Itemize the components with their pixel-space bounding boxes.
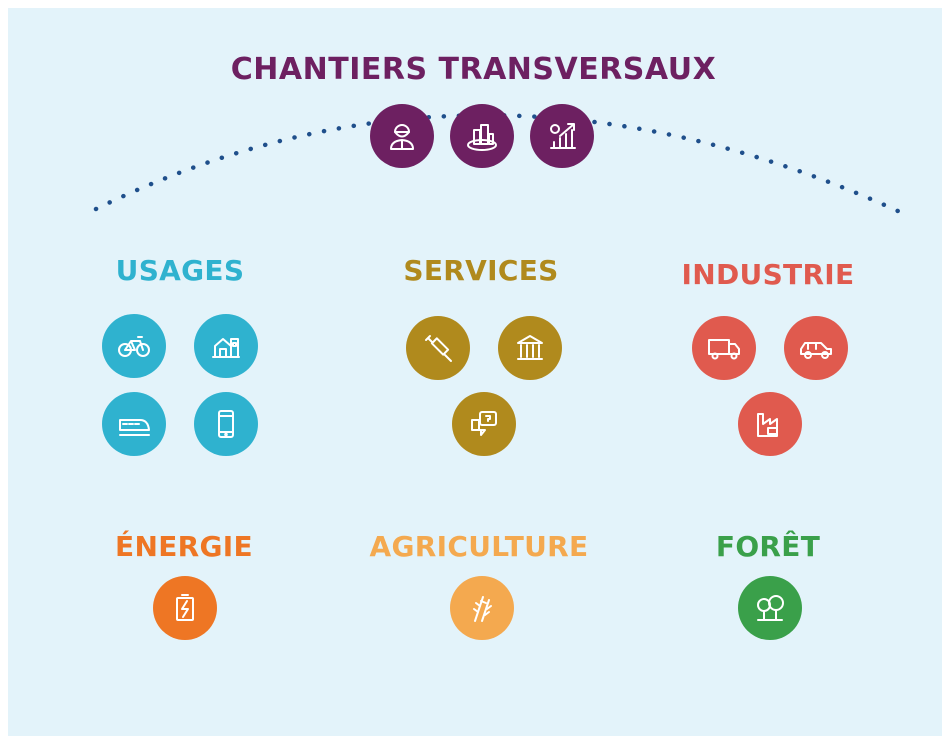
heading-usages: USAGES	[115, 254, 245, 287]
syringe-icon	[406, 316, 470, 380]
house-icon	[194, 314, 258, 378]
worker-icon	[370, 104, 434, 168]
wheat-icon	[450, 576, 514, 640]
car-icon	[784, 316, 848, 380]
city-platform-icon	[450, 104, 514, 168]
train-icon	[102, 392, 166, 456]
factory-icon	[738, 392, 802, 456]
smartphone-icon	[194, 392, 258, 456]
truck-icon	[692, 316, 756, 380]
heading-industrie: INDUSTRIE	[681, 258, 855, 291]
chat-bubbles-icon	[452, 392, 516, 456]
diagram-title: CHANTIERS TRANSVERSAUX	[230, 52, 717, 87]
bank-building-icon	[498, 316, 562, 380]
battery-bolt-icon	[153, 576, 217, 640]
heading-services: SERVICES	[403, 254, 559, 287]
chart-growth-icon	[530, 104, 594, 168]
heading-foret: FORÊT	[715, 530, 821, 563]
bicycle-icon	[102, 314, 166, 378]
trees-icon	[738, 576, 802, 640]
heading-energie: ÉNERGIE	[115, 530, 253, 563]
heading-agriculture: AGRICULTURE	[369, 530, 589, 563]
